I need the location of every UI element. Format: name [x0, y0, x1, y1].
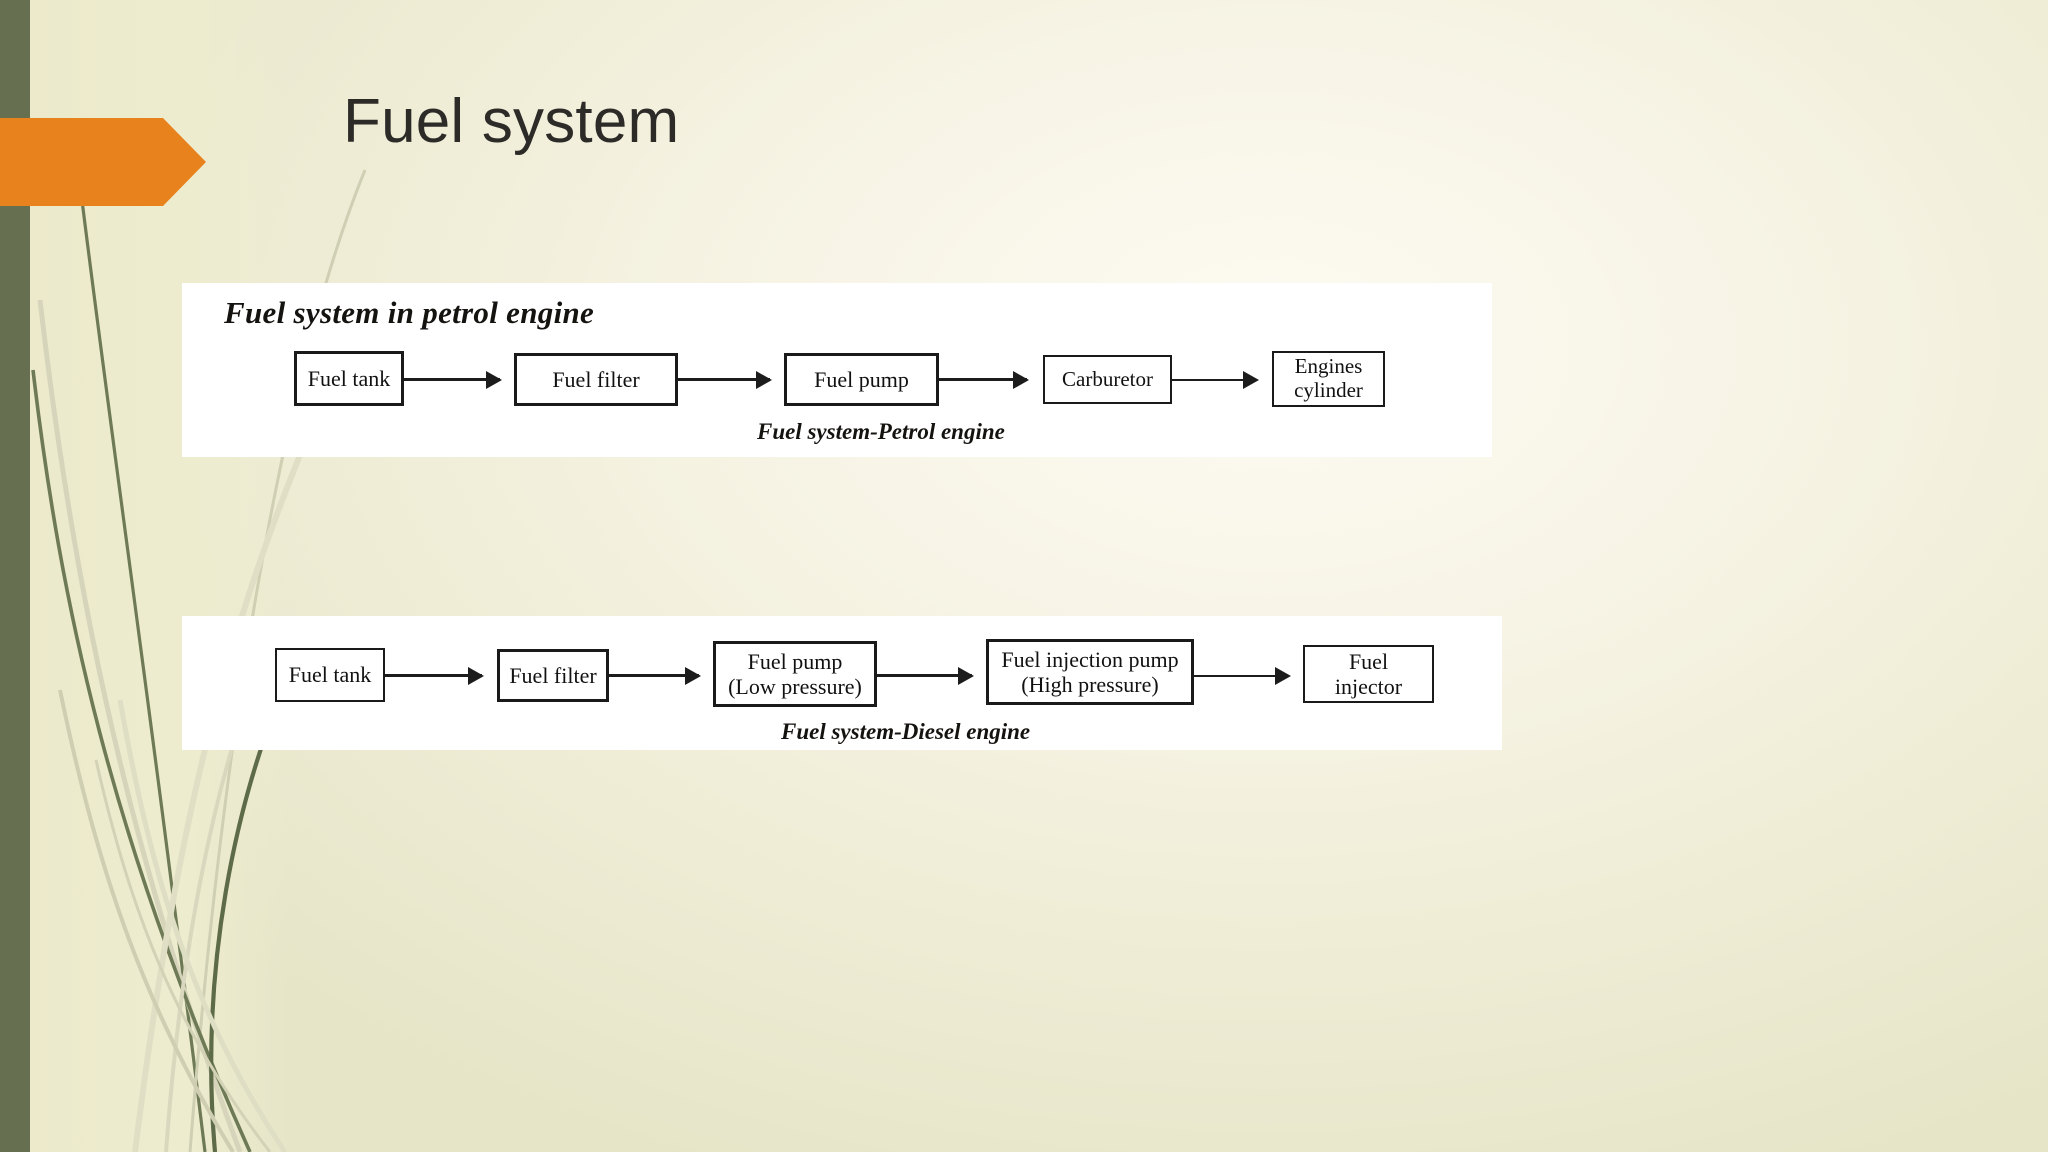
diesel-box-fuel-injector-line2: injector	[1334, 674, 1403, 699]
petrol-box-engines-cylinder-line2: cylinder	[1294, 378, 1363, 402]
diesel-box-fuel-filter-label: Fuel filter	[509, 662, 597, 688]
petrol-box-fuel-pump: Fuel pump	[784, 353, 939, 406]
petrol-connector-4	[1172, 379, 1257, 381]
diesel-box-fuel-tank-label: Fuel tank	[288, 662, 372, 688]
diesel-box-injection-pump-high: Fuel injection pump (High pressure)	[986, 639, 1194, 705]
petrol-diagram-heading: Fuel system in petrol engine	[224, 295, 595, 330]
diesel-box-fuel-tank: Fuel tank	[275, 648, 385, 702]
orange-banner-arrow	[0, 118, 206, 206]
page-title: Fuel system	[343, 87, 680, 156]
petrol-box-fuel-filter-label: Fuel filter	[552, 366, 640, 392]
petrol-box-fuel-tank: Fuel tank	[294, 351, 404, 406]
petrol-box-fuel-pump-label: Fuel pump	[814, 366, 909, 392]
petrol-box-fuel-filter: Fuel filter	[514, 353, 678, 406]
petrol-box-fuel-tank-label: Fuel tank	[307, 365, 391, 391]
diesel-box-fuel-pump-low-line1: Fuel pump	[747, 648, 843, 674]
petrol-connector-1	[404, 378, 500, 381]
diesel-box-fuel-injector-line1: Fuel	[1348, 648, 1389, 674]
petrol-box-engines-cylinder-line1: Engines	[1294, 354, 1363, 379]
petrol-connector-2	[678, 378, 770, 381]
petrol-diagram-caption: Fuel system-Petrol engine	[757, 419, 1005, 444]
diesel-box-fuel-pump-low: Fuel pump (Low pressure)	[713, 641, 877, 707]
petrol-box-carburetor: Carburetor	[1043, 355, 1172, 404]
diesel-connector-2	[609, 674, 699, 677]
diesel-connector-4	[1194, 675, 1289, 677]
diesel-diagram-caption: Fuel system-Diesel engine	[781, 719, 1031, 744]
diesel-box-fuel-filter: Fuel filter	[497, 649, 609, 702]
diesel-connector-1	[385, 674, 482, 677]
diesel-box-fuel-pump-low-line2: (Low pressure)	[728, 674, 862, 699]
petrol-connector-3	[939, 378, 1027, 381]
petrol-box-engines-cylinder: Engines cylinder	[1272, 351, 1385, 407]
diesel-box-injection-pump-high-line2: (High pressure)	[1021, 672, 1159, 697]
diesel-box-injection-pump-high-line1: Fuel injection pump	[1001, 646, 1179, 672]
diesel-connector-3	[877, 674, 972, 677]
diesel-box-fuel-injector: Fuel injector	[1303, 645, 1434, 703]
petrol-box-carburetor-label: Carburetor	[1062, 366, 1153, 391]
